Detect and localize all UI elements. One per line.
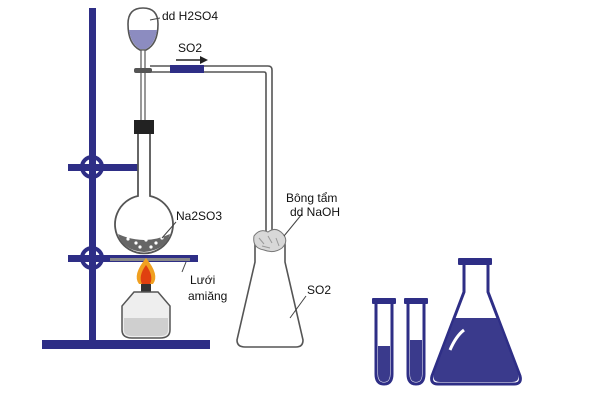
label-gas-flow: SO2 <box>178 41 202 55</box>
heating-assembly <box>110 258 190 339</box>
leader-cotton <box>283 213 303 237</box>
flow-arrow <box>176 56 208 64</box>
erlenmeyer-body <box>236 243 304 348</box>
flask-stopper <box>134 120 154 134</box>
label-gauze-line1: Lưới <box>190 273 215 287</box>
funnel-stopcock <box>134 68 152 73</box>
flask-solid-reactant <box>118 234 170 252</box>
delivery-tube <box>150 65 273 322</box>
leader-reactant <box>161 221 177 239</box>
label-cotton-line2: dd NaOH <box>290 205 340 219</box>
stand-base <box>42 340 210 349</box>
collecting-flask <box>236 228 304 348</box>
burner-flame-inner <box>140 265 152 284</box>
reaction-flask <box>114 120 174 255</box>
cotton-plug <box>253 228 287 253</box>
tube-outer <box>150 65 273 322</box>
erlenmeyer-flask-icon <box>430 258 522 386</box>
upper-clamp-boss <box>80 155 104 179</box>
test-tube-icon <box>404 298 428 386</box>
wire-gauze <box>110 258 190 261</box>
label-reactant: Na2SO3 <box>176 209 222 223</box>
tube-inner <box>150 71 267 322</box>
upper-clamp-arm <box>68 164 150 171</box>
label-flask-gas: SO2 <box>307 283 331 297</box>
leader-lines <box>149 17 307 319</box>
burner-wick <box>141 284 151 292</box>
funnel-acid-liquid <box>129 30 157 49</box>
label-cotton-line1: Bông tẩm <box>286 191 337 205</box>
label-acid-funnel: dd H2SO4 <box>162 9 218 23</box>
leader-acid <box>149 17 161 21</box>
leader-gauze <box>181 261 187 273</box>
retort-stand <box>42 8 210 349</box>
flask-neck-and-bulb <box>114 134 174 255</box>
tube-rubber-joint <box>170 65 204 73</box>
label-gauze-line2: amiăng <box>188 289 227 303</box>
spirit-lamp-fuel <box>124 318 168 336</box>
lower-clamp-boss <box>80 246 104 270</box>
test-tube-icon <box>372 298 396 386</box>
leader-flask-gas <box>289 295 307 319</box>
